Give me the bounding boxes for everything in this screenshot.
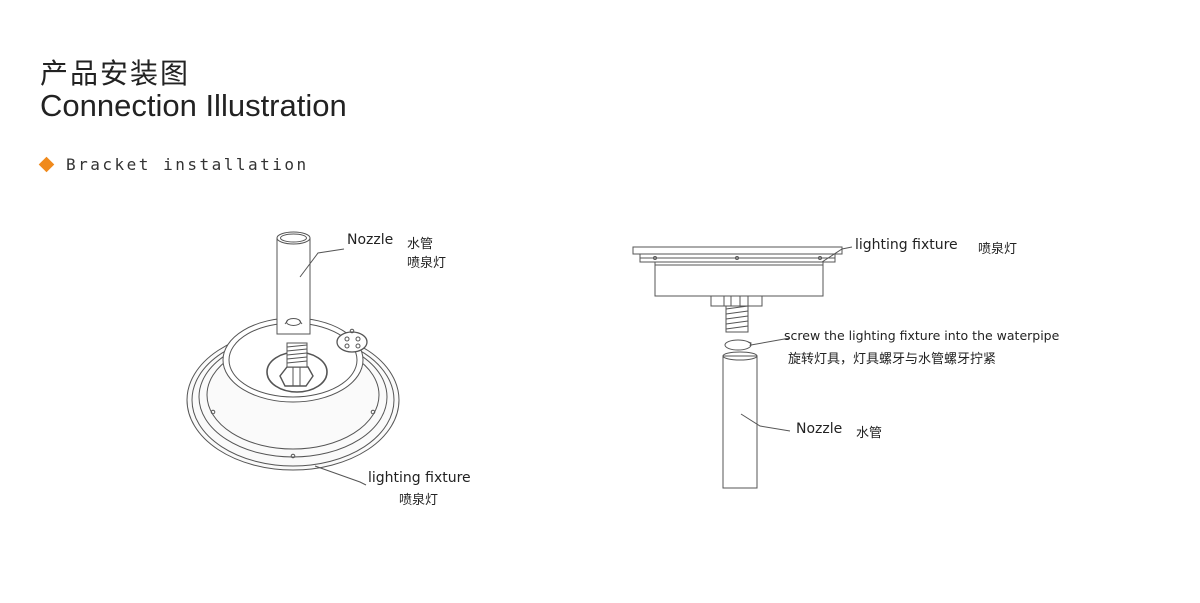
right-nozzle-label-en: Nozzle xyxy=(796,421,843,437)
left-fixture-drawing xyxy=(186,231,400,486)
section-label: Bracket installation xyxy=(66,154,309,174)
left-nozzle-label-cn: 水管 xyxy=(407,237,434,252)
left-fixture-label-cn: 喷泉灯 xyxy=(399,493,439,508)
section-heading: Bracket installation xyxy=(38,153,309,175)
screw-instruction-cn: 旋转灯具，灯具螺牙与水管螺牙拧紧 xyxy=(788,352,997,367)
page-title-en: Connection Illustration xyxy=(40,88,347,123)
screw-instruction-en: screw the lighting fixture into the wate… xyxy=(784,328,1060,343)
right-fixture-label-cn: 喷泉灯 xyxy=(978,242,1018,257)
page-title-cn: 产品安装图 xyxy=(40,57,191,90)
left-fixture-label-cn-top: 喷泉灯 xyxy=(407,256,447,271)
left-fixture-label-en: lighting fixture xyxy=(368,470,471,486)
right-nozzle-label-cn: 水管 xyxy=(856,426,883,441)
right-fixture-drawing xyxy=(632,246,853,489)
right-fixture-label-en: lighting fixture xyxy=(855,237,958,253)
left-nozzle-label-en: Nozzle xyxy=(347,232,394,248)
